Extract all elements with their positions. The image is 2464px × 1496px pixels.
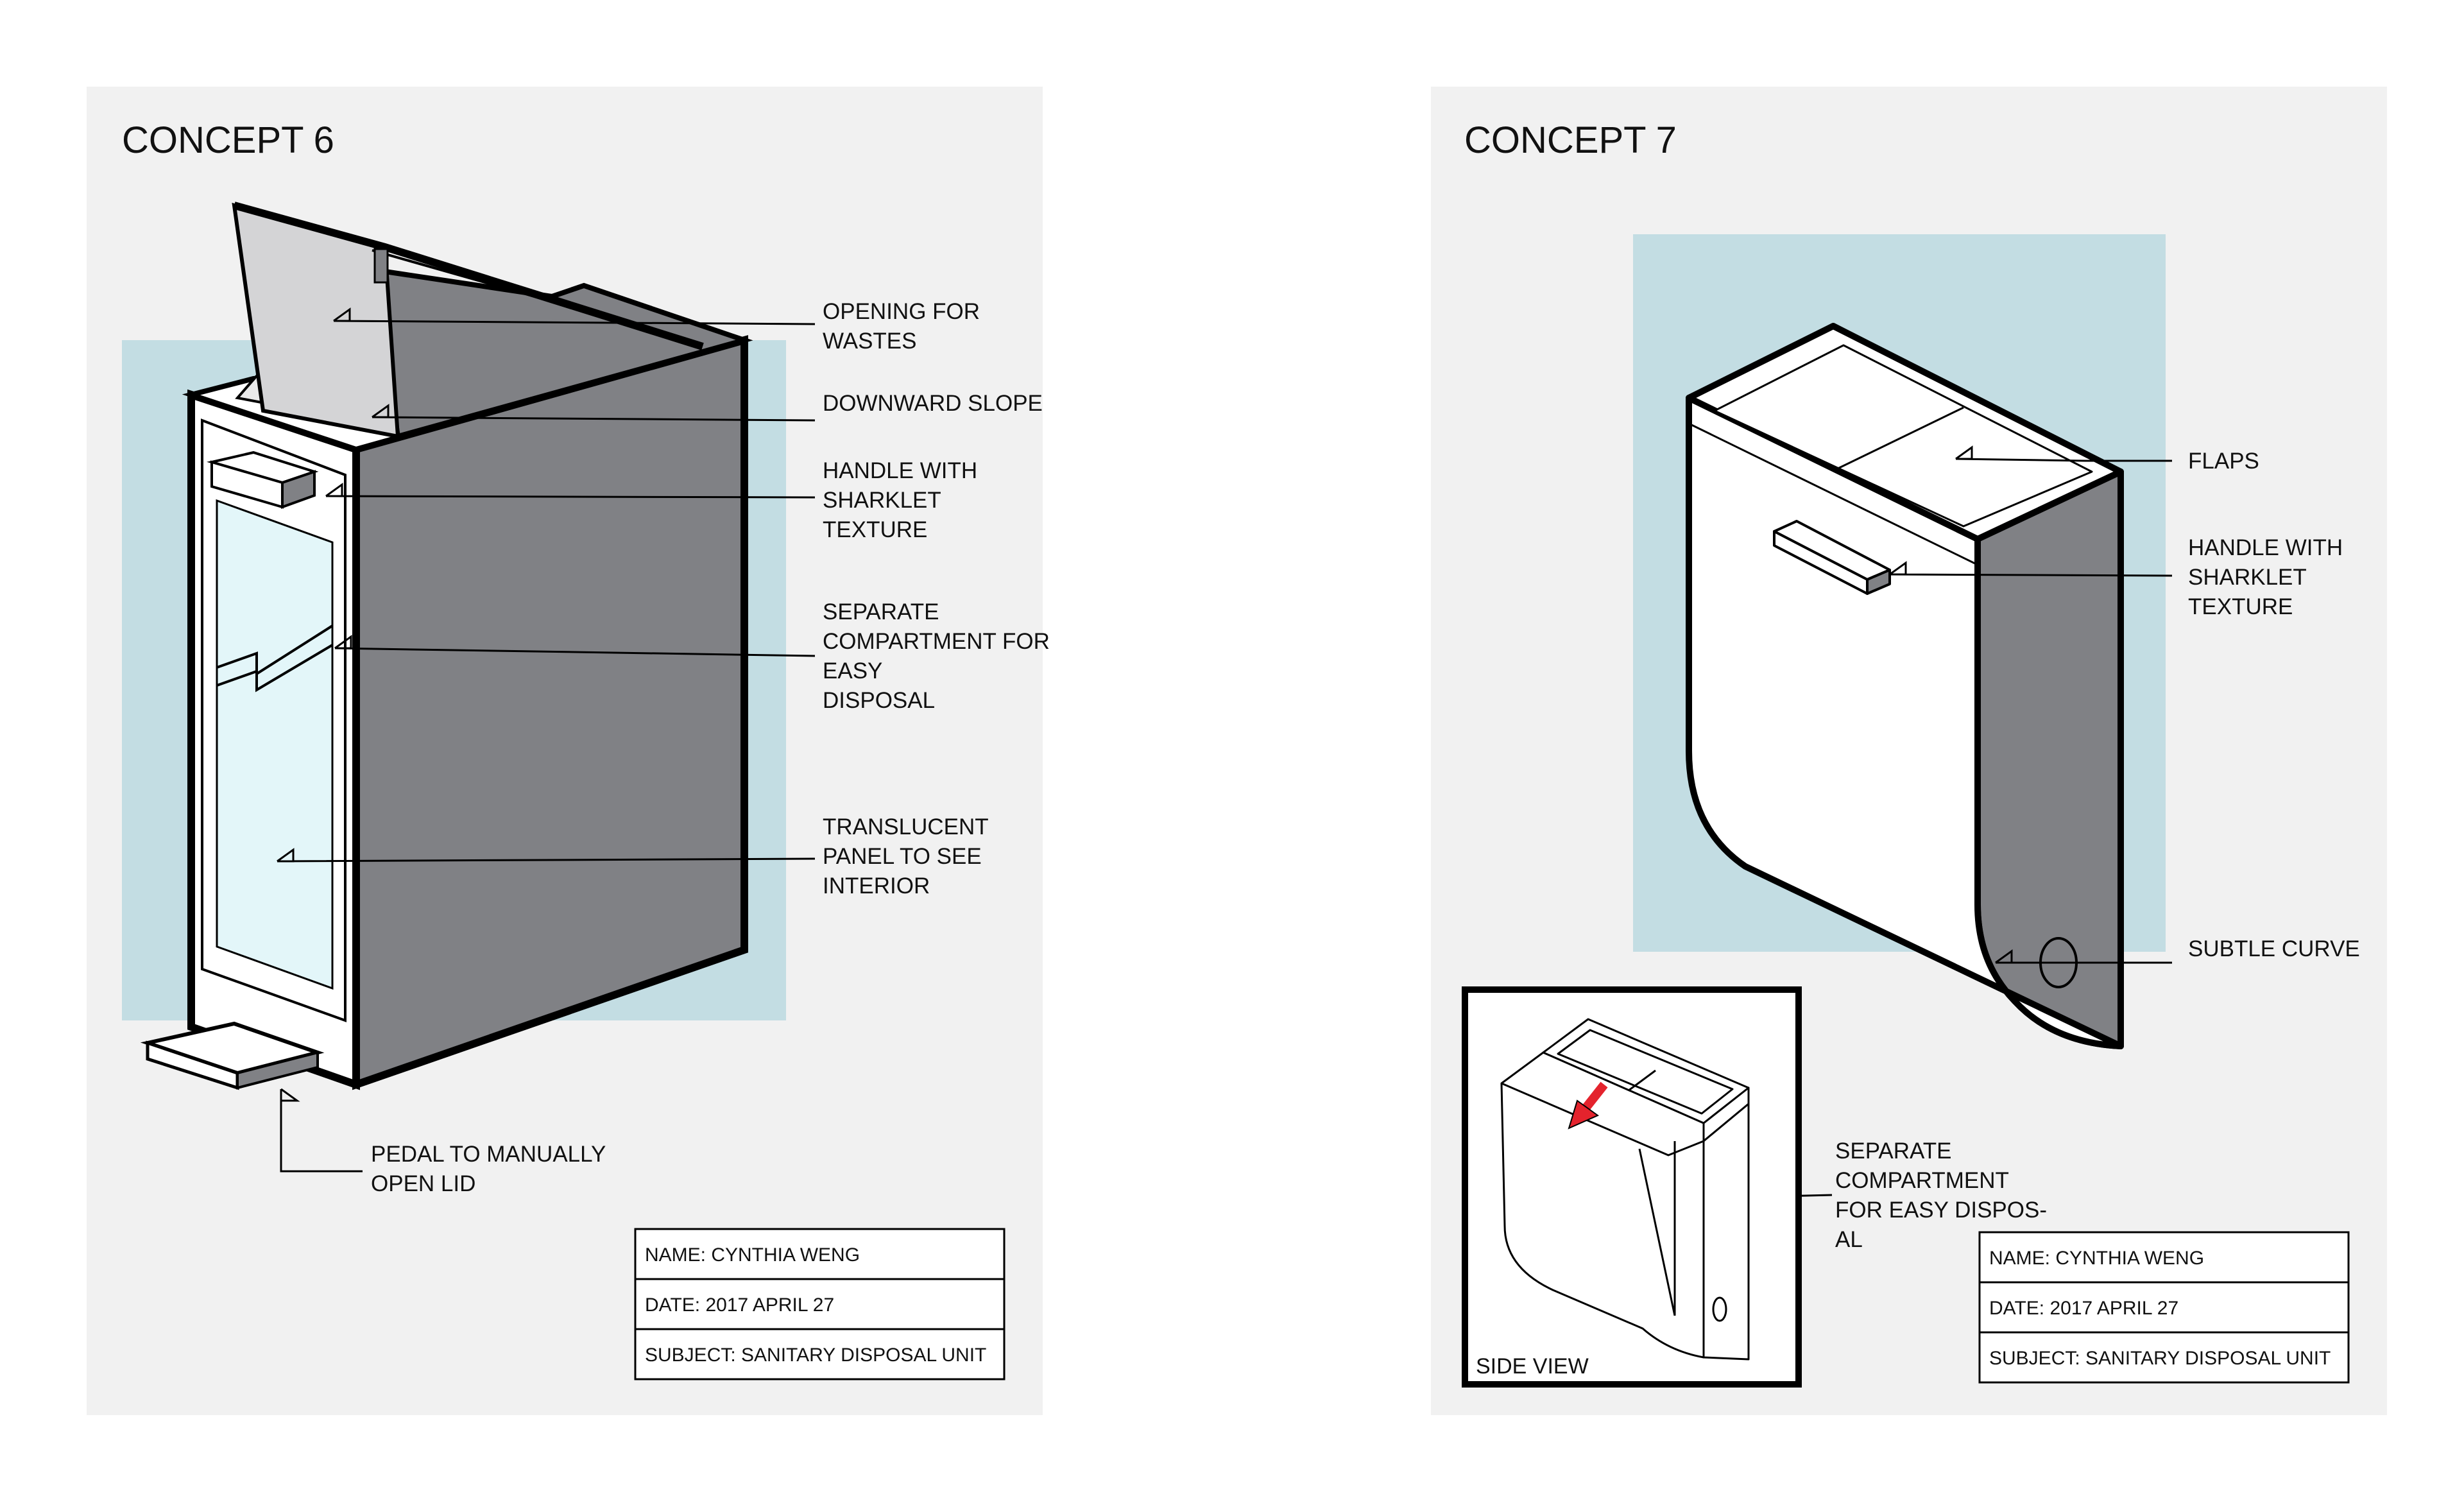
concept-7-panel: CONCEPT 7 [1431, 87, 2387, 1415]
label-translucent-line-1: TRANSLUCENT [823, 814, 989, 839]
concept-7-date: DATE: 2017 APRIL 27 [1989, 1298, 2178, 1319]
label-handle-line-2: SHARKLET [823, 488, 941, 513]
label-c7-compartment-line-3: FOR EASY DISPOS- [1835, 1198, 2047, 1223]
label-c7-compartment-line-1: SEPARATE [1835, 1139, 1952, 1164]
concept-7-title: CONCEPT 7 [1464, 119, 1677, 161]
label-c7-handle-line-1: HANDLE WITH [2188, 535, 2343, 560]
label-c7-handle-line-3: TEXTURE [2188, 594, 2293, 619]
concept-6-panel: CONCEPT 6 [87, 87, 1050, 1415]
concept-6-leaders [277, 307, 816, 1173]
concept-7-title-block: NAME: CYNTHIA WENG DATE: 2017 APRIL 27 S… [1978, 1231, 2350, 1384]
label-flaps: FLAPS [2188, 449, 2259, 474]
concept-7-callouts: FLAPS HANDLE WITH SHARKLET TEXTURE SUBTLE … [1835, 449, 2360, 1252]
concept-6-name: NAME: CYNTHIA WENG [645, 1244, 860, 1266]
label-slope: DOWNWARD SLOPE [823, 391, 1043, 416]
side-view-label: SIDE VIEW [1476, 1354, 1589, 1379]
concept-7-name: NAME: CYNTHIA WENG [1989, 1248, 2204, 1269]
concept-6-subject: SUBJECT: SANITARY DISPOSAL UNIT [645, 1345, 986, 1366]
concept-6-title: CONCEPT 6 [122, 119, 334, 161]
label-curve: SUBTLE CURVE [2188, 936, 2360, 961]
side-view-inset: SIDE VIEW [1462, 986, 1802, 1388]
svg-text:SUBTLE CURVE: SUBTLE CURVE [2188, 936, 2360, 961]
label-c7-handle-line-2: SHARKLET [2188, 565, 2307, 590]
concept-6-callouts: OPENING FOR WASTES DOWNWARD SLOPE HANDLE … [371, 299, 1050, 1196]
label-compartment-line-3: EASY [823, 658, 882, 684]
label-c7-compartment-line-4: AL [1835, 1227, 1863, 1252]
concept-6-date: DATE: 2017 APRIL 27 [645, 1294, 834, 1316]
svg-text:DOWNWARD SLOPE: DOWNWARD SLOPE [823, 391, 1043, 416]
label-pedal-line-2: OPEN LID [371, 1171, 475, 1196]
svg-text:FLAPS: FLAPS [2188, 449, 2259, 474]
label-c7-compartment-line-2: COMPARTMENT [1835, 1168, 2009, 1193]
concept-7-subject: SUBJECT: SANITARY DISPOSAL UNIT [1989, 1348, 2331, 1369]
down-arrow-icon [1568, 1081, 1608, 1130]
label-handle-line-3: TEXTURE [823, 517, 927, 542]
concept-6-bin-illustration [140, 202, 753, 1090]
label-compartment-line-2: COMPARTMENT FOR [823, 629, 1050, 654]
concept-6-title-block: NAME: CYNTHIA WENG DATE: 2017 APRIL 27 S… [634, 1228, 1005, 1380]
label-compartment-line-1: SEPARATE [823, 599, 939, 624]
concept-7-bin-illustration [1686, 323, 2124, 1049]
label-opening-line-2: WASTES [823, 329, 917, 354]
label-pedal-line-1: PEDAL TO MANUALLY [371, 1142, 606, 1167]
label-opening-line-1: OPENING FOR [823, 299, 980, 324]
label-compartment-line-4: DISPOSAL [823, 688, 935, 713]
label-translucent-line-3: INTERIOR [823, 873, 930, 898]
label-handle-line-1: HANDLE WITH [823, 458, 977, 483]
label-translucent-line-2: PANEL TO SEE [823, 844, 982, 869]
